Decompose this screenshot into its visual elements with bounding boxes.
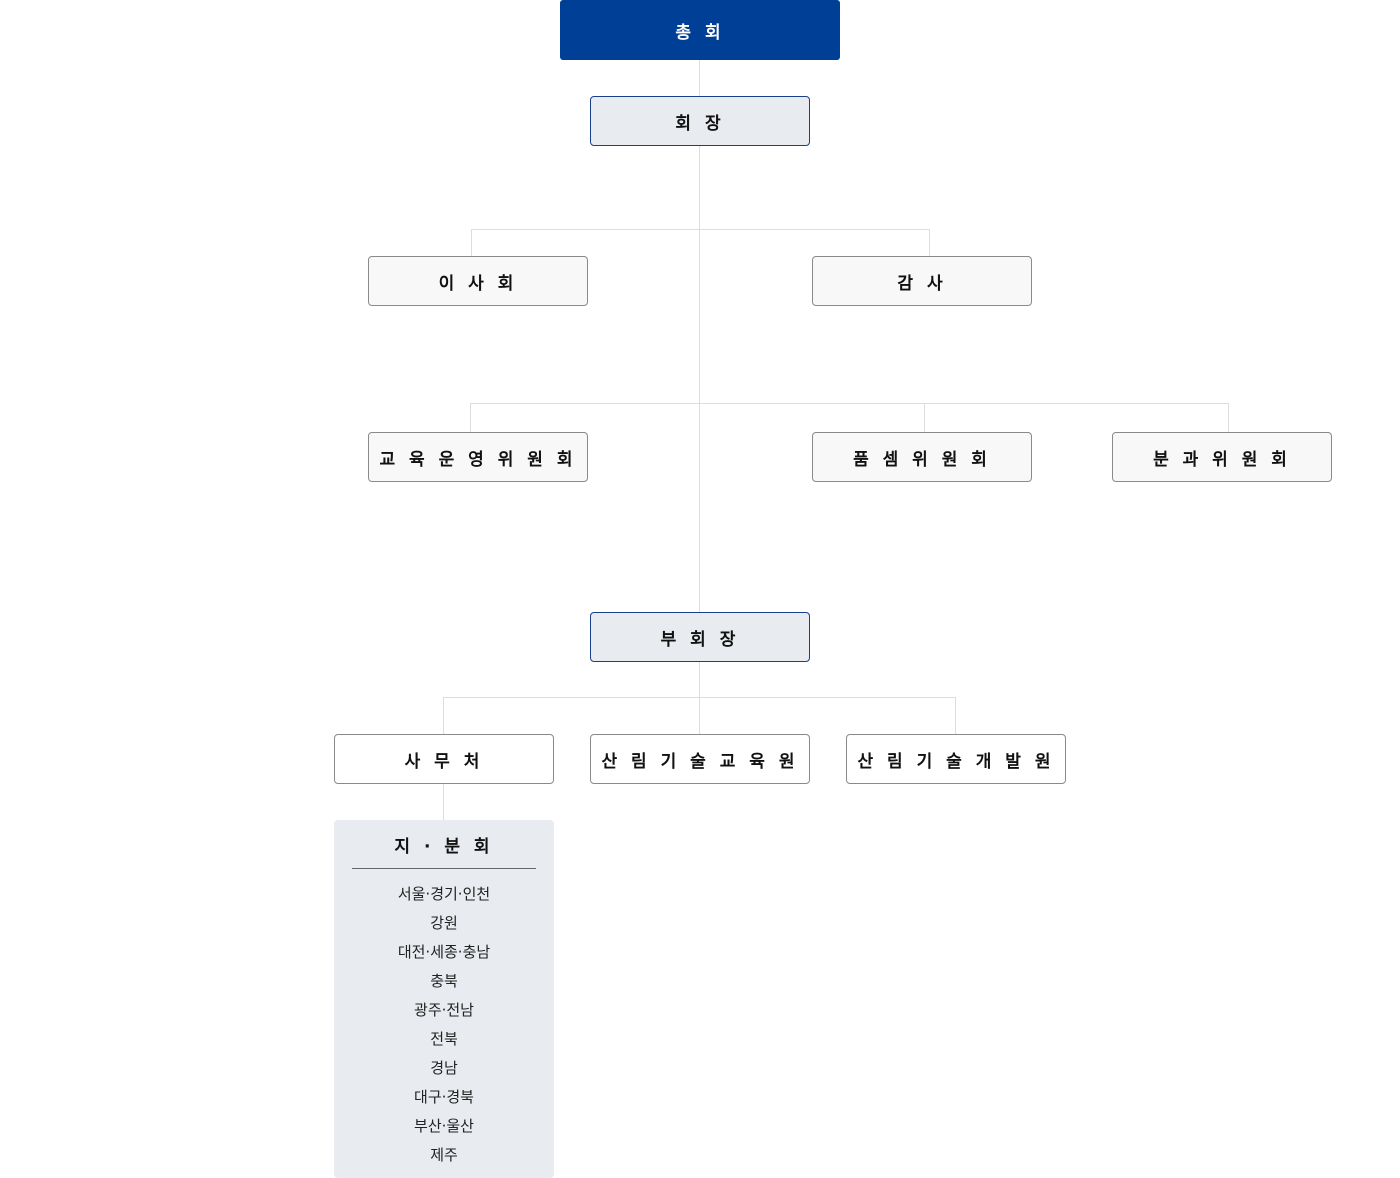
branch-item: 경남 (430, 1059, 458, 1077)
connector-v-branches (443, 784, 444, 820)
connector-h-vice-units (443, 697, 956, 698)
branch-item: 서울·경기·인천 (397, 885, 491, 903)
branch-item: 전북 (430, 1030, 458, 1048)
branches-divider (352, 868, 536, 869)
development-institute-box: 산 림 기 술 개 발 원 (846, 734, 1066, 784)
connector-v-pumsem-committee (924, 403, 925, 432)
branch-item: 대구·경북 (414, 1088, 474, 1106)
connector-v-subcommittee (1228, 403, 1229, 432)
branch-item: 제주 (430, 1146, 458, 1164)
connector-v-secretariat (443, 697, 444, 734)
branches-title: 지 · 분 회 (394, 837, 494, 857)
secretariat-box: 사 무 처 (334, 734, 554, 784)
branches-panel: 지 · 분 회 서울·경기·인천 강원 대전·세종·충남 충북 광주·전남 전북… (334, 820, 554, 1178)
connector-v-auditor (929, 229, 930, 256)
branch-item: 강원 (430, 914, 458, 932)
connector-trunk (699, 60, 700, 734)
education-institute-box: 산 림 기 술 교 육 원 (590, 734, 810, 784)
branch-item: 광주·전남 (414, 1001, 474, 1019)
auditor-box: 감 사 (812, 256, 1032, 306)
branch-item: 부산·울산 (414, 1117, 474, 1135)
general-assembly-box: 총 회 (560, 0, 840, 60)
branch-item: 충북 (430, 972, 458, 990)
board-box: 이 사 회 (368, 256, 588, 306)
connector-h-board-auditor (471, 229, 930, 230)
connector-v-board (471, 229, 472, 256)
pumsem-committee-box: 품 셈 위 원 회 (812, 432, 1032, 482)
education-committee-box: 교 육 운 영 위 원 회 (368, 432, 588, 482)
president-box: 회 장 (590, 96, 810, 146)
branch-item: 대전·세종·충남 (397, 943, 491, 961)
vice-president-box: 부 회 장 (590, 612, 810, 662)
subcommittee-box: 분 과 위 원 회 (1112, 432, 1332, 482)
connector-h-committees (470, 403, 1229, 404)
connector-v-education-committee (470, 403, 471, 432)
connector-v-development-institute (955, 697, 956, 734)
